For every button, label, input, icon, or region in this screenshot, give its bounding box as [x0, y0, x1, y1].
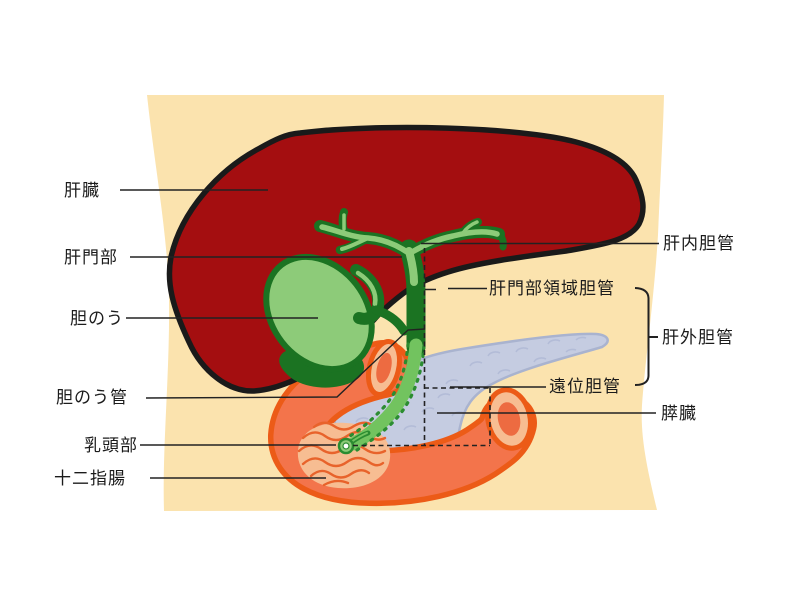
bile-duct-tree — [314, 208, 507, 357]
duodenum-shape — [268, 339, 537, 507]
hepatic-hilum-label: 肝門部 — [64, 248, 118, 267]
extrahepatic-bracket — [634, 287, 658, 386]
pancreas-label: 膵臓 — [661, 404, 697, 423]
perihilar-duct-label: 肝門部領域胆管 — [489, 279, 615, 298]
intrahepatic-duct-label: 肝内胆管 — [663, 234, 735, 253]
extrahepatic-duct-label: 肝外胆管 — [662, 328, 734, 347]
duodenal-bulb-cut-face — [365, 339, 403, 397]
duodenum-cut-face — [485, 387, 533, 451]
cystic-duct-shape — [371, 305, 409, 336]
duct-region-dashed-guides — [353, 248, 491, 447]
pointer-lines — [120, 189, 659, 479]
perihilar-pointer — [425, 287, 487, 291]
duodenum-label: 十二指腸 — [54, 469, 126, 488]
cystic-duct-label: 胆のう管 — [56, 388, 128, 407]
liver-label: 肝臓 — [64, 181, 100, 200]
papilla-marker — [337, 430, 371, 455]
gallbladder-label: 胆のう — [70, 309, 124, 328]
distal-duct-label: 遠位胆管 — [549, 377, 621, 396]
papilla-label: 乳頭部 — [84, 436, 138, 455]
cystic-duct-pointer — [145, 328, 426, 399]
